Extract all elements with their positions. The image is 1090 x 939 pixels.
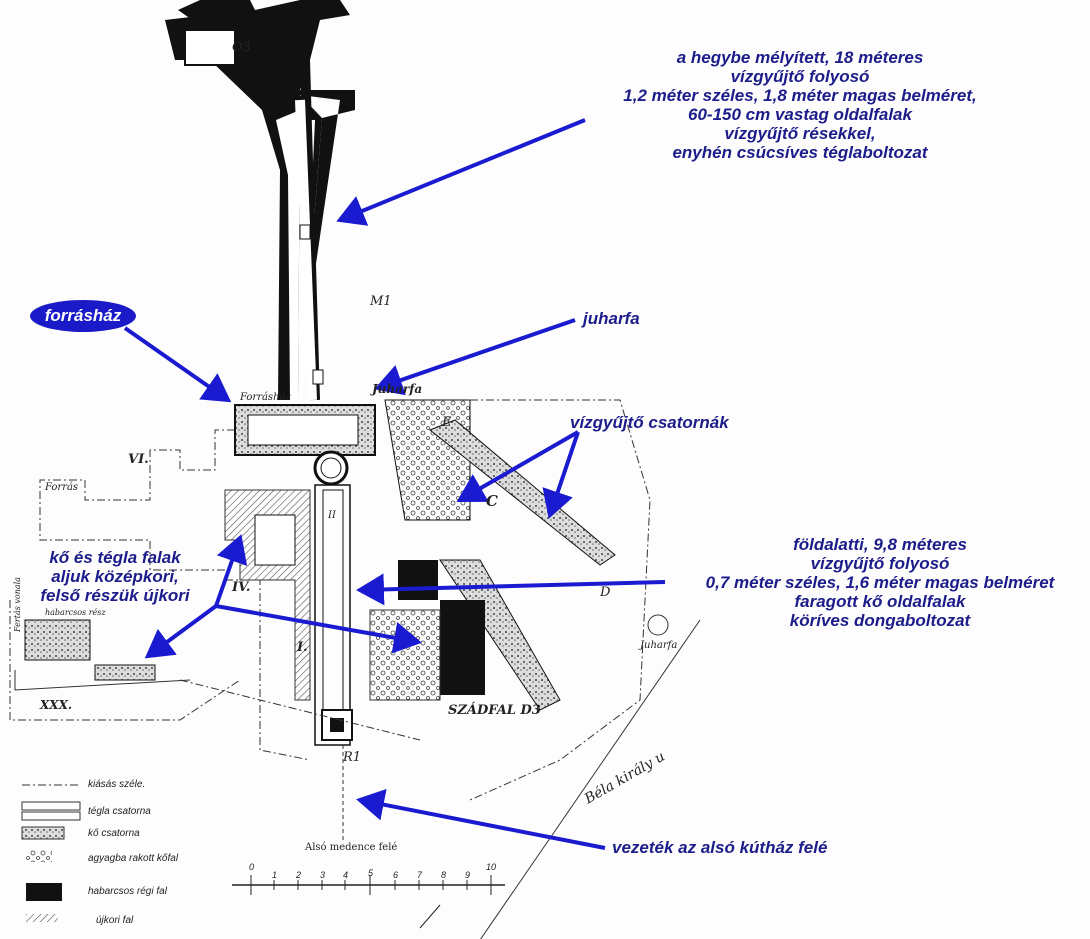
plan-label-o3: O3	[232, 40, 251, 55]
scale-tick: 5	[368, 868, 374, 878]
west-outlines	[9, 429, 421, 761]
scale-tick: 0	[249, 862, 255, 872]
legend-item: agyagba rakott kőfal	[88, 853, 179, 864]
annotation-line: vízgyűjtő folyosó	[810, 554, 950, 573]
upper-corridor	[165, 0, 355, 401]
plan-label-ii: II	[328, 510, 336, 521]
annotation-walls: kő és tégla falak aljuk középkori, felső…	[15, 548, 215, 605]
scale-tick: 6	[393, 870, 399, 880]
annotation-line: felső részük újkori	[40, 586, 190, 605]
plan-label-m1: M1	[370, 294, 392, 309]
legend-item: habarcsos régi fal	[88, 886, 167, 897]
scale-bar	[232, 875, 505, 929]
legend-item: kiásás széle.	[88, 779, 146, 790]
scale-tick: 1	[272, 870, 278, 880]
legend-item: kő csatorna	[88, 828, 140, 839]
annotation-line: vízgyűjtő folyosó	[730, 67, 870, 86]
annotation-line: köríves dongaboltozat	[789, 611, 971, 630]
habarcsos-part	[14, 619, 191, 691]
annotation-line: vízgyűjtő résekkel,	[724, 124, 876, 143]
scale-tick: 2	[296, 870, 302, 880]
plan-label-juharfa: Juharfa	[372, 382, 423, 396]
annotation-pipe: vezeték az alsó kútház felé	[612, 838, 828, 857]
scale-tick: 7	[417, 870, 423, 880]
annotation-line: a hegybe mélyített, 18 méteres	[676, 48, 924, 67]
annotation-line: kő és tégla falak	[49, 548, 181, 567]
annotation-maple: juharfa	[583, 309, 640, 328]
annotation-line: faragott kő oldalfalak	[794, 592, 966, 611]
plan-label-habarcsos: habarcsos rész	[45, 608, 106, 617]
scale-tick: 10	[486, 862, 497, 872]
annotation-line: 0,7 méter széles, 1,6 méter magas belmér…	[705, 573, 1055, 592]
springhouse-structure	[224, 404, 376, 746]
plan-label-xxx: XXX.	[40, 698, 73, 712]
plan-label-i: I.	[297, 640, 308, 655]
plan-label-c: C	[486, 492, 498, 510]
annotation-upper-corridor: a hegybe mélyített, 18 méteres vízgyűjtő…	[590, 48, 1010, 162]
plan-label-vi: VI.	[128, 452, 149, 467]
legend-symbols	[21, 784, 81, 922]
plan-label-e: E	[442, 415, 452, 430]
plan-label-forrashaz: Forrásház	[240, 392, 291, 403]
annotation-line: 60-150 cm vastag oldalfalak	[688, 105, 912, 124]
annotation-line: 1,2 méter széles, 1,8 méter magas belmér…	[623, 86, 977, 105]
scale-tick: 4	[343, 870, 349, 880]
plan-label-r1: R1	[343, 750, 362, 765]
annotation-lower-corridor: földalatti, 9,8 méteres vízgyűjtő folyos…	[670, 535, 1090, 630]
annotation-line: aljuk középkori,	[51, 567, 179, 586]
plan-label-iv: IV.	[232, 580, 251, 595]
annotation-line: földalatti, 9,8 méteres	[793, 535, 967, 554]
legend-item: újkori fal	[96, 915, 134, 926]
springhouse-badge: forrásház	[30, 300, 136, 332]
plan-label-juharfa2: Juharfa	[640, 640, 678, 651]
east-channels	[369, 399, 701, 939]
scale-tick: 3	[320, 870, 326, 880]
annotation-arrows	[123, 118, 666, 850]
scale-tick: 8	[441, 870, 447, 880]
scale-tick: 9	[465, 870, 471, 880]
legend-item: tégla csatorna	[88, 806, 151, 817]
plan-label-d: D	[600, 585, 611, 600]
plan-label-szadfal: SZÁDFAL D3	[448, 703, 541, 718]
plan-label-forras: Forrás	[45, 482, 79, 493]
annotation-channels: vízgyűjtő csatornák	[570, 413, 729, 432]
plan-label-also-medence: Alsó medence felé	[305, 842, 398, 853]
annotation-line: enyhén csúcsíves téglaboltozat	[672, 143, 928, 162]
